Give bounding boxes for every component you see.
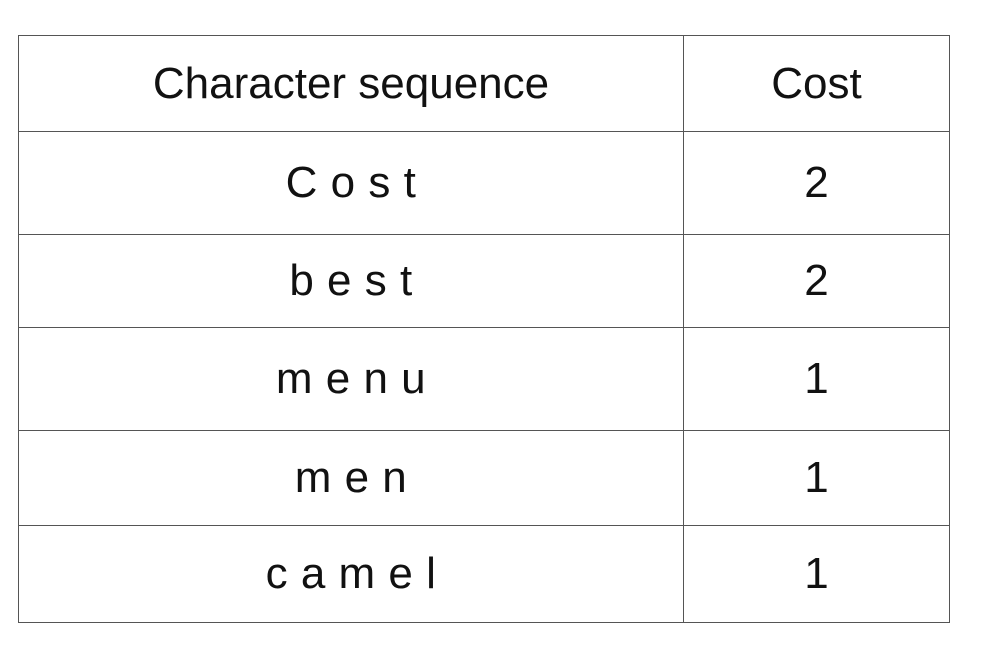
cost-value: 2 [804,256,829,305]
sequence-cell: b e s t [18,234,684,328]
table-row: b e s t 2 [18,234,950,328]
cost-cell: 2 [683,234,950,328]
table-row: m e n 1 [18,430,950,526]
cost-table: Character sequence Cost C o s t 2 b e s … [18,35,950,623]
cost-value: 2 [804,158,829,207]
cost-cell: 1 [683,525,950,623]
table-row: m e n u 1 [18,327,950,431]
cost-cell: 1 [683,430,950,526]
cost-value: 1 [804,354,829,403]
cost-value: 1 [804,549,829,598]
sequence-cell: m e n [18,430,684,526]
cost-value: 1 [804,453,829,502]
header-row: Character sequence Cost [18,35,950,132]
sequence-text: m e n u [275,354,427,403]
sequence-text: c a m e l [265,549,437,598]
header-character-sequence: Character sequence [18,35,684,132]
sequence-cell: m e n u [18,327,684,431]
table-row: C o s t 2 [18,131,950,235]
cost-cell: 2 [683,131,950,235]
table-row: c a m e l 1 [18,525,950,623]
sequence-text: m e n [294,453,408,502]
sequence-cell: C o s t [18,131,684,235]
cost-cell: 1 [683,327,950,431]
sequence-text: C o s t [285,158,417,207]
header-cost: Cost [683,35,950,132]
sequence-text: b e s t [289,256,413,305]
cost-table-container: Character sequence Cost C o s t 2 b e s … [18,35,950,623]
sequence-cell: c a m e l [18,525,684,623]
